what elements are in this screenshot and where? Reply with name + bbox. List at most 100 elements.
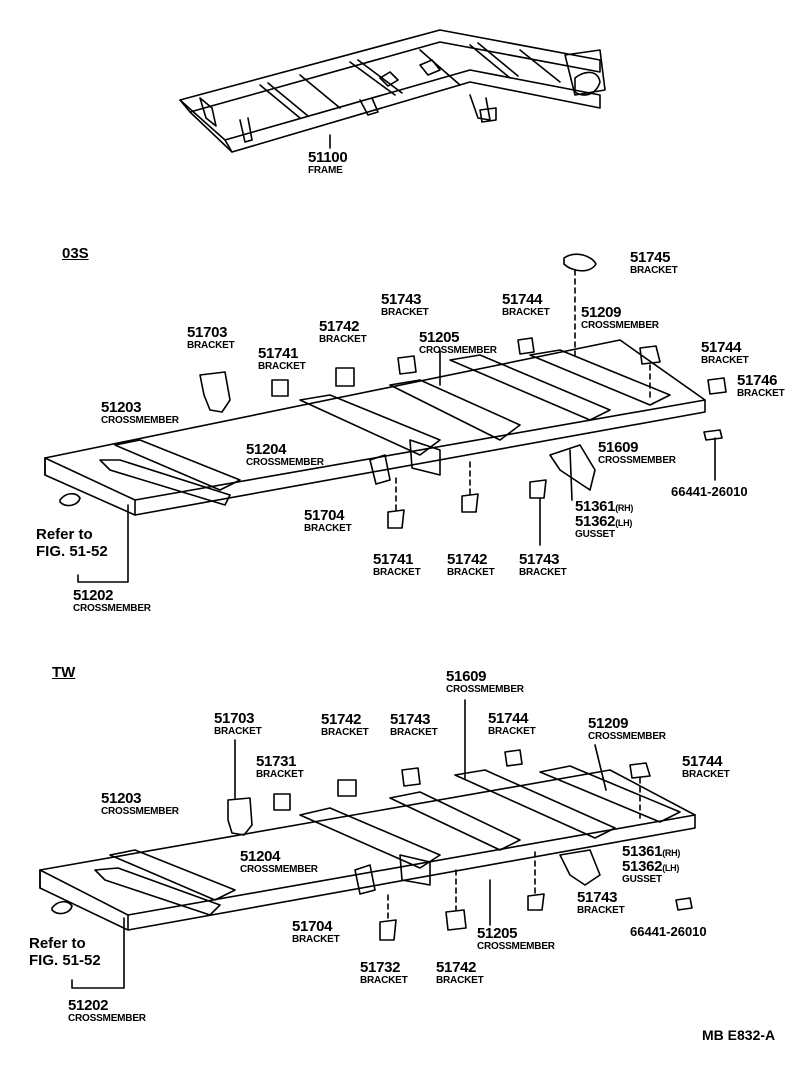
part-name: CROSSMEMBER (598, 455, 676, 466)
part-name: BRACKET (577, 905, 625, 916)
part-name: BRACKET (737, 388, 785, 399)
refer-to-note: Refer to FIG. 51-52 (36, 526, 108, 561)
callout-51704-bracket-tw: 51704 BRACKET (292, 919, 340, 945)
part-name: BRACKET (630, 265, 678, 276)
part-name: CROSSMEMBER (101, 806, 179, 817)
part-name: BRACKET (258, 361, 306, 372)
part-number: 51741 (258, 345, 299, 362)
refer-line-2: FIG. 51-52 (29, 952, 101, 970)
section-label-tw: TW (52, 664, 76, 681)
part-number: 51202 (73, 587, 114, 604)
refer-line-1: Refer to (36, 526, 93, 543)
part-number: 51744 (682, 753, 723, 770)
callout-51732-bracket-tw: 51732 BRACKET (360, 960, 408, 986)
callout-51361-51362-gusset-tw: 51361(RH) 51362(LH) GUSSET (622, 844, 680, 885)
callout-51202-crossmember-tw: 51202 CROSSMEMBER (68, 998, 146, 1024)
part-name: CROSSMEMBER (246, 457, 324, 468)
part-name: CROSSMEMBER (73, 603, 151, 614)
callout-51609-crossmember-tw: 51609 CROSSMEMBER (446, 669, 524, 695)
frame-assembly-drawing (179, 29, 606, 153)
part-number-lh: 51362(LH) (575, 513, 633, 530)
part-number: 51742 (321, 711, 362, 728)
callout-66441-26010: 66441-26010 (671, 484, 748, 499)
callout-51203-crossmember-tw: 51203 CROSSMEMBER (101, 791, 179, 817)
part-number: 51703 (187, 324, 228, 341)
callout-51742-bracket-tw-bottom: 51742 BRACKET (436, 960, 484, 986)
part-number: 51744 (701, 339, 742, 356)
part-name: BRACKET (502, 307, 550, 318)
part-name: BRACKET (436, 975, 484, 986)
callout-51209-crossmember: 51209 CROSSMEMBER (581, 305, 659, 331)
refer-line-2: FIG. 51-52 (36, 543, 108, 561)
part-number-lh: 51362(LH) (622, 858, 680, 875)
callout-51202-crossmember: 51202 CROSSMEMBER (73, 588, 151, 614)
callout-51703-bracket: 51703 BRACKET (187, 325, 235, 351)
callout-51743-bracket-tw-right: 51743 BRACKET (577, 890, 625, 916)
callout-51742-bracket-bottom: 51742 BRACKET (447, 552, 495, 578)
part-name: BRACKET (292, 934, 340, 945)
callout-51744-bracket-tw-right: 51744 BRACKET (682, 754, 730, 780)
part-number: 51746 (737, 372, 778, 389)
part-name: BRACKET (319, 334, 367, 345)
refer-to-note-tw: Refer to FIG. 51-52 (29, 935, 101, 970)
part-name: CROSSMEMBER (419, 345, 497, 356)
callout-51204-crossmember-tw: 51204 CROSSMEMBER (240, 849, 318, 875)
callout-51204-crossmember: 51204 CROSSMEMBER (246, 442, 324, 468)
part-number: 51742 (447, 551, 488, 568)
part-name: CROSSMEMBER (477, 941, 555, 952)
part-number: 51704 (304, 507, 345, 524)
part-number: 51731 (256, 753, 297, 770)
part-number: 51205 (477, 925, 518, 942)
callout-51743-bracket-tw-top: 51743 BRACKET (390, 712, 438, 738)
callout-51744-bracket-top: 51744 BRACKET (502, 292, 550, 318)
part-number: 51743 (519, 551, 560, 568)
part-name: CROSSMEMBER (588, 731, 666, 742)
part-number: 51609 (446, 668, 487, 685)
part-number: 51744 (488, 710, 529, 727)
part-name: BRACKET (373, 567, 421, 578)
part-number: 51609 (598, 439, 639, 456)
refer-line-1: Refer to (29, 935, 86, 952)
callout-51704-bracket: 51704 BRACKET (304, 508, 352, 534)
part-number: 51744 (502, 291, 543, 308)
panel-tw-drawing (39, 699, 696, 989)
part-name: CROSSMEMBER (68, 1013, 146, 1024)
part-number: 51732 (360, 959, 401, 976)
part-number: 51742 (319, 318, 360, 335)
part-name: CROSSMEMBER (581, 320, 659, 331)
callout-51745-bracket: 51745 BRACKET (630, 250, 678, 276)
part-number: 51202 (68, 997, 109, 1014)
part-name: CROSSMEMBER (446, 684, 524, 695)
part-name: BRACKET (519, 567, 567, 578)
callout-51744-bracket-tw-top: 51744 BRACKET (488, 711, 536, 737)
callout-51209-crossmember-tw: 51209 CROSSMEMBER (588, 716, 666, 742)
callout-51741-bracket-top: 51741 BRACKET (258, 346, 306, 372)
callout-51742-bracket-top: 51742 BRACKET (319, 319, 367, 345)
part-number: 51741 (373, 551, 414, 568)
callout-51205-crossmember: 51205 CROSSMEMBER (419, 330, 497, 356)
part-number-rh: 51361(RH) (575, 498, 634, 515)
part-number-rh: 51361(RH) (622, 843, 681, 860)
callout-51744-bracket-right: 51744 BRACKET (701, 340, 749, 366)
part-name: BRACKET (321, 727, 369, 738)
part-number: 51204 (240, 848, 281, 865)
part-number: 51745 (630, 249, 671, 266)
part-number: 51743 (381, 291, 422, 308)
callout-51731-bracket-tw: 51731 BRACKET (256, 754, 304, 780)
part-name: BRACKET (214, 726, 262, 737)
part-name: BRACKET (390, 727, 438, 738)
callout-51203-crossmember: 51203 CROSSMEMBER (101, 400, 179, 426)
callout-51746-bracket: 51746 BRACKET (737, 373, 785, 399)
part-number: 51205 (419, 329, 460, 346)
part-name: BRACKET (682, 769, 730, 780)
part-number: 51209 (588, 715, 629, 732)
callout-51741-bracket-bottom: 51741 BRACKET (373, 552, 421, 578)
callout-66441-26010-tw: 66441-26010 (630, 924, 707, 939)
part-name: CROSSMEMBER (101, 415, 179, 426)
part-number: 51742 (436, 959, 477, 976)
part-number: 51743 (390, 711, 431, 728)
part-number: 51203 (101, 790, 142, 807)
part-name: BRACKET (256, 769, 304, 780)
